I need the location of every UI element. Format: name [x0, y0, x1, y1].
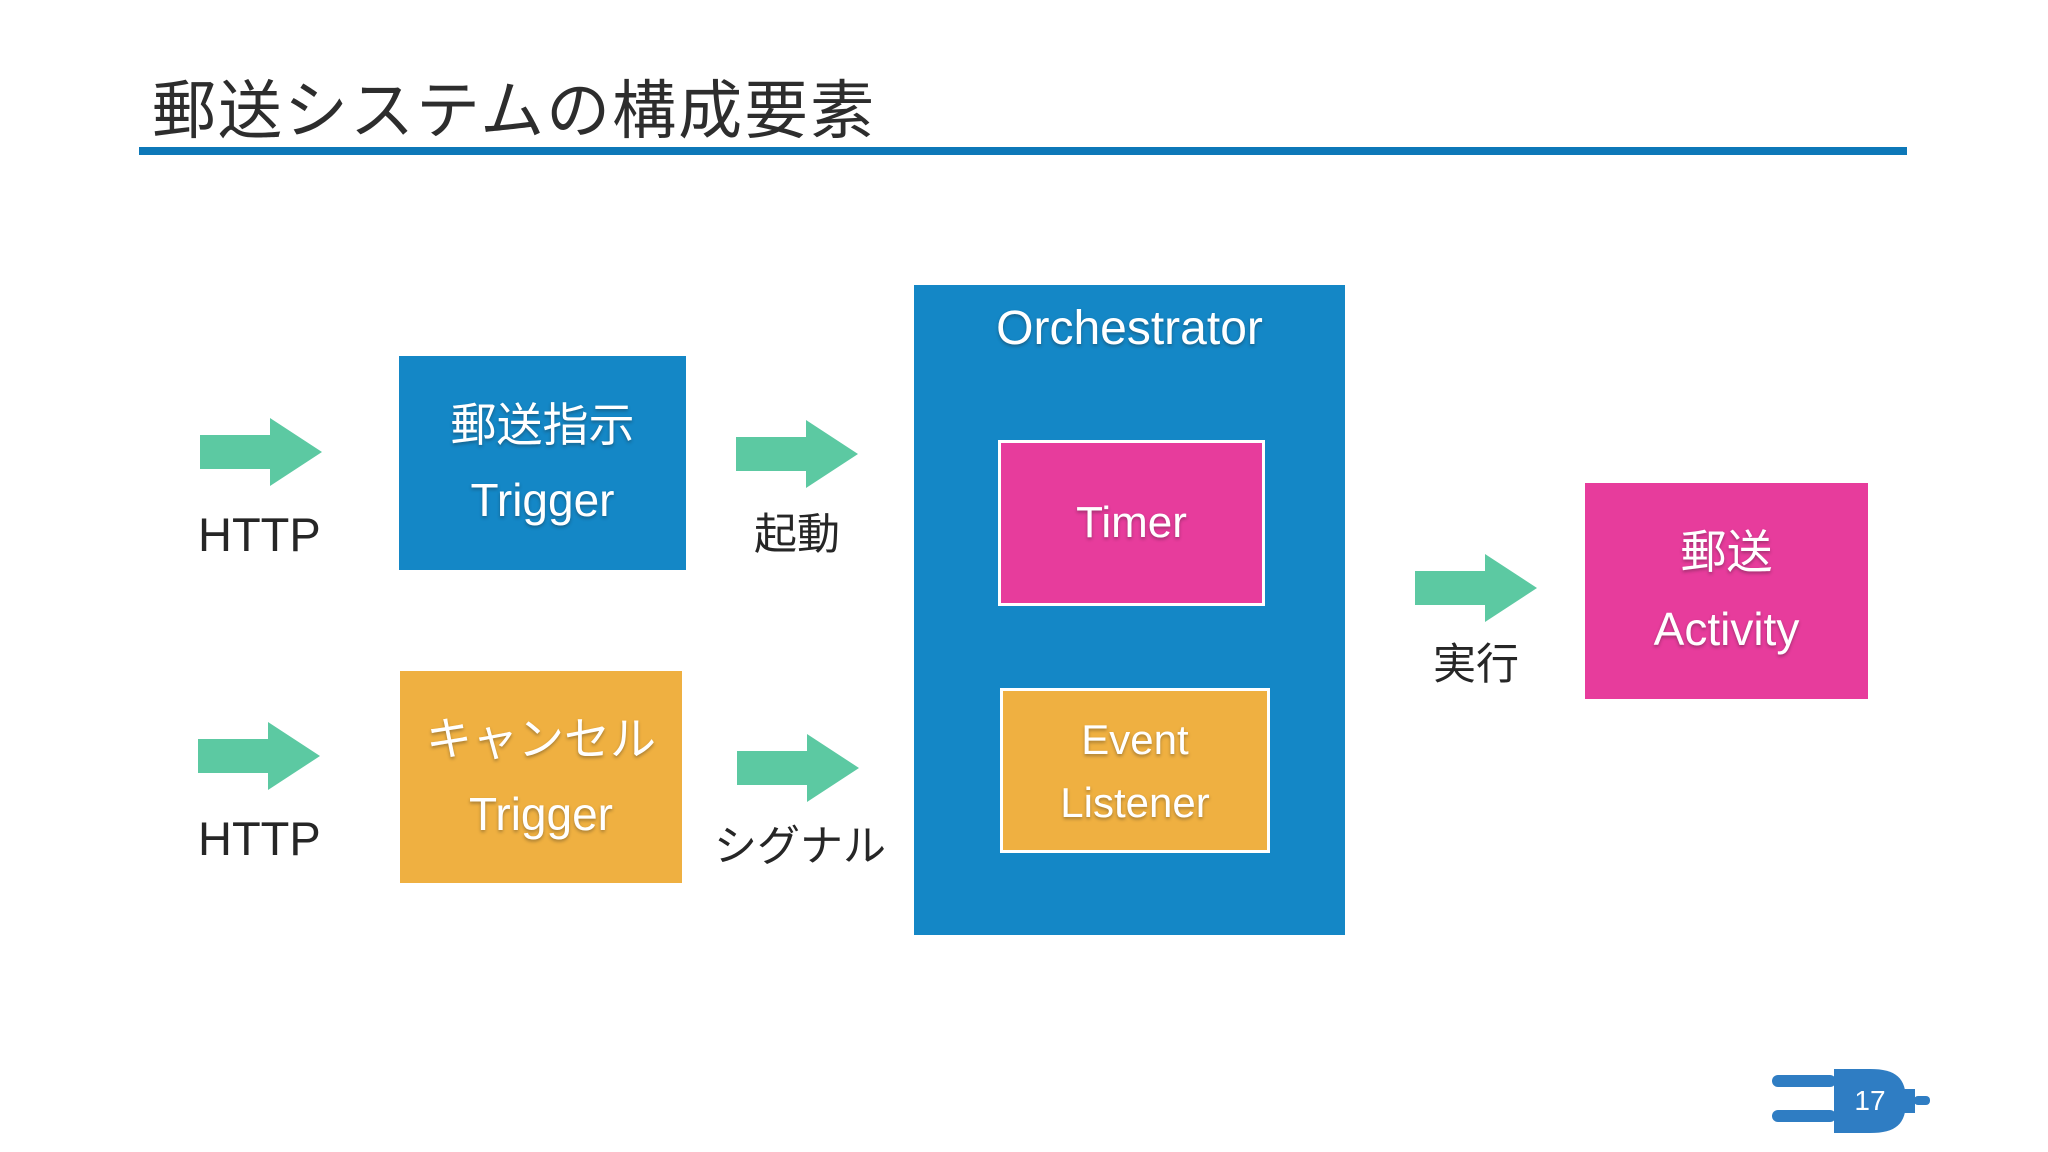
node-cancel-trigger: キャンセル Trigger	[400, 671, 682, 883]
node-event-listener-line1: Event	[1081, 715, 1189, 763]
flow-label-http-bottom: HTTP	[198, 812, 321, 865]
flow-label-execute: 実行	[1433, 641, 1519, 689]
flow-label-start: 起動	[754, 511, 840, 559]
arrow-right-icon	[737, 734, 859, 802]
node-orchestrator: Orchestrator Timer Event Listener	[914, 285, 1345, 935]
arrow-right-icon	[736, 420, 858, 488]
page-title: 郵送システムの構成要素	[152, 75, 877, 147]
node-event-listener: Event Listener	[1000, 688, 1270, 853]
flow-label-signal: シグナル	[714, 823, 886, 871]
arrow-right-icon	[198, 722, 320, 790]
node-mail-trigger-line1: 郵送指示	[450, 399, 635, 452]
node-timer: Timer	[998, 440, 1265, 606]
title-underline	[139, 147, 1907, 155]
node-mail-trigger: 郵送指示 Trigger	[399, 356, 686, 570]
page-number: 17	[1854, 1085, 1886, 1116]
arrow-right-icon	[200, 418, 322, 486]
node-mail-trigger-line2: Trigger	[470, 474, 615, 526]
node-cancel-trigger-line1: キャンセル	[426, 713, 656, 766]
node-cancel-trigger-line2: Trigger	[469, 788, 613, 840]
node-mail-activity-line2: Activity	[1653, 603, 1800, 655]
node-orchestrator-title: Orchestrator	[996, 302, 1263, 355]
arrow-right-icon	[1415, 554, 1537, 622]
node-mail-activity: 郵送 Activity	[1585, 483, 1868, 699]
flow-label-http-top: HTTP	[198, 508, 321, 561]
node-event-listener-line2: Listener	[1060, 778, 1210, 826]
power-plug-icon	[1772, 1069, 1930, 1133]
node-timer-label: Timer	[1076, 498, 1187, 547]
node-mail-activity-line1: 郵送	[1680, 525, 1773, 578]
